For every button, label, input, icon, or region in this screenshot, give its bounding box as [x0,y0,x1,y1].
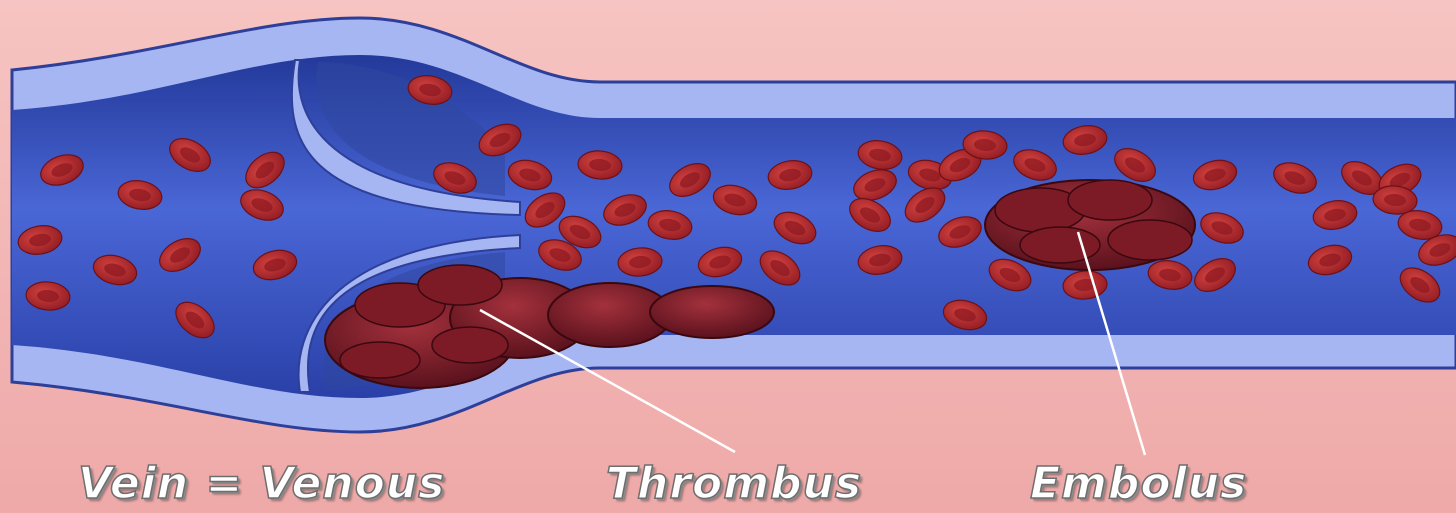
vein-label: Vein = Venous [78,458,445,509]
embolus-clot [985,180,1195,270]
thrombus-label: Thrombus [606,458,862,509]
embolus-label: Embolus [1030,458,1247,509]
